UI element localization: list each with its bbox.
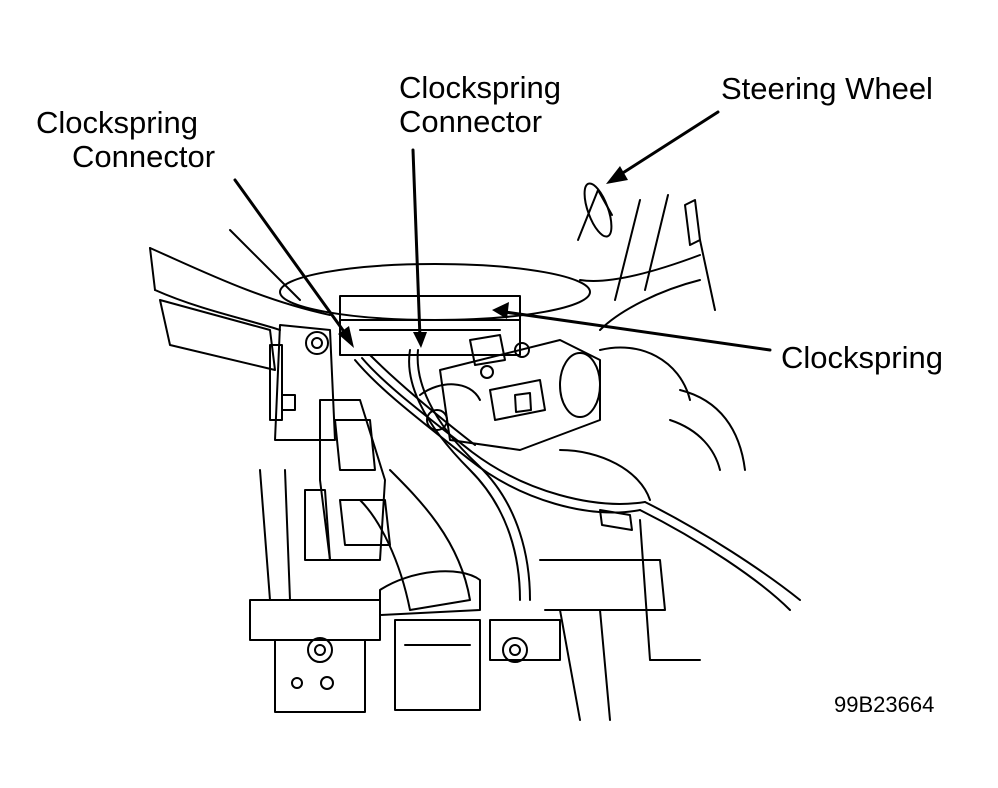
- arrowheads: [338, 166, 628, 348]
- label-clockspring: Clockspring: [781, 341, 943, 375]
- label-line: Clockspring: [781, 340, 943, 375]
- arrow-clockspring: [503, 310, 772, 352]
- arrowhead-top: [413, 332, 427, 348]
- label-line: Connector: [399, 104, 543, 139]
- arrow-steering-wheel: [616, 110, 720, 178]
- label-clockspring-connector-left: Clockspring Connector: [36, 106, 215, 174]
- arrowhead-steering-wheel: [606, 166, 628, 184]
- column-collar: [279, 263, 591, 356]
- label-line: Steering Wheel: [721, 71, 933, 106]
- label-steering-wheel: Steering Wheel: [721, 72, 933, 106]
- label-clockspring-connector-top: Clockspring Connector: [399, 71, 561, 139]
- label-line: Clockspring: [399, 70, 561, 105]
- steering-wheel-outline: [149, 182, 716, 371]
- label-line: Connector: [72, 139, 216, 174]
- arrow-clockspring-connector-left: [233, 178, 352, 342]
- wiring-harness: [354, 349, 801, 611]
- figure-code: 99B23664: [834, 692, 935, 717]
- ignition-switch: [419, 334, 601, 451]
- arrowhead-clockspring: [492, 302, 509, 319]
- lower-column: [249, 346, 746, 721]
- arrow-clockspring-connector-top: [411, 148, 422, 340]
- label-line: Clockspring: [36, 105, 198, 140]
- leader-arrows: [233, 110, 772, 352]
- arrowhead-left: [338, 326, 354, 348]
- left-bracket: [269, 324, 391, 561]
